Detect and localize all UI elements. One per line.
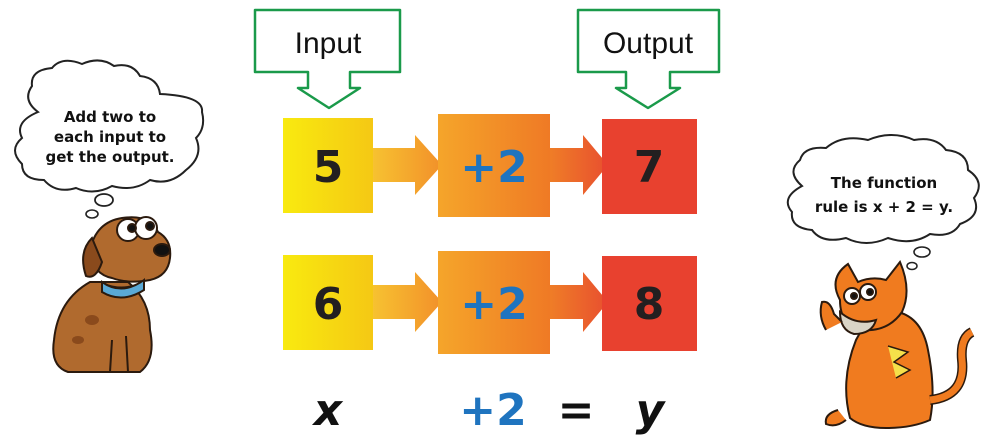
- cat-thought-bubble: The function rule is x + 2 = y.: [786, 134, 980, 271]
- input-box: [283, 255, 373, 350]
- dog-thought-line3: get the output.: [46, 148, 175, 166]
- dog-thought-line1: Add two to: [64, 108, 156, 126]
- output-label: Output: [603, 27, 694, 60]
- input-box: [283, 118, 373, 213]
- function-row-1: 5 +2 7: [283, 114, 697, 217]
- input-value: 5: [313, 142, 344, 193]
- cat-thought-line1: The function: [831, 174, 937, 192]
- operation-value: +2: [460, 142, 527, 193]
- arrow-right-icon: [550, 135, 608, 195]
- output-box: [602, 256, 697, 351]
- arrow-right-icon: [370, 272, 442, 332]
- equation-variable-x: x: [312, 385, 344, 436]
- input-value: 6: [313, 279, 344, 330]
- output-box: [602, 119, 697, 214]
- output-value: 8: [634, 279, 665, 330]
- output-value: 7: [634, 142, 665, 193]
- arrow-right-icon: [550, 272, 608, 332]
- dog-thought-line2: each input to: [54, 128, 166, 146]
- operation-value: +2: [460, 279, 527, 330]
- cat-character-icon: [819, 260, 975, 430]
- equation-variable-y: y: [636, 385, 667, 436]
- arrow-right-icon: [370, 135, 442, 195]
- thought-bubble-icon: [94, 193, 114, 207]
- input-label-callout: Input: [253, 8, 402, 110]
- dog-thought-bubble: Add two to each input to get the output.: [14, 59, 205, 219]
- equation-equals: =: [558, 385, 595, 436]
- function-equation: x +2 = y: [312, 385, 667, 436]
- input-label: Input: [295, 27, 362, 60]
- thought-bubble-icon: [906, 261, 918, 271]
- equation-operation: +2: [459, 385, 526, 436]
- cat-thought-line2: rule is x + 2 = y.: [815, 198, 953, 216]
- operation-box: [438, 114, 550, 217]
- output-label-callout: Output: [576, 8, 721, 110]
- thought-bubble-icon: [913, 246, 931, 258]
- function-row-2: 6 +2 8: [283, 251, 697, 354]
- thought-bubble-icon: [85, 209, 99, 219]
- operation-box: [438, 251, 550, 354]
- dog-character-icon: [52, 216, 172, 373]
